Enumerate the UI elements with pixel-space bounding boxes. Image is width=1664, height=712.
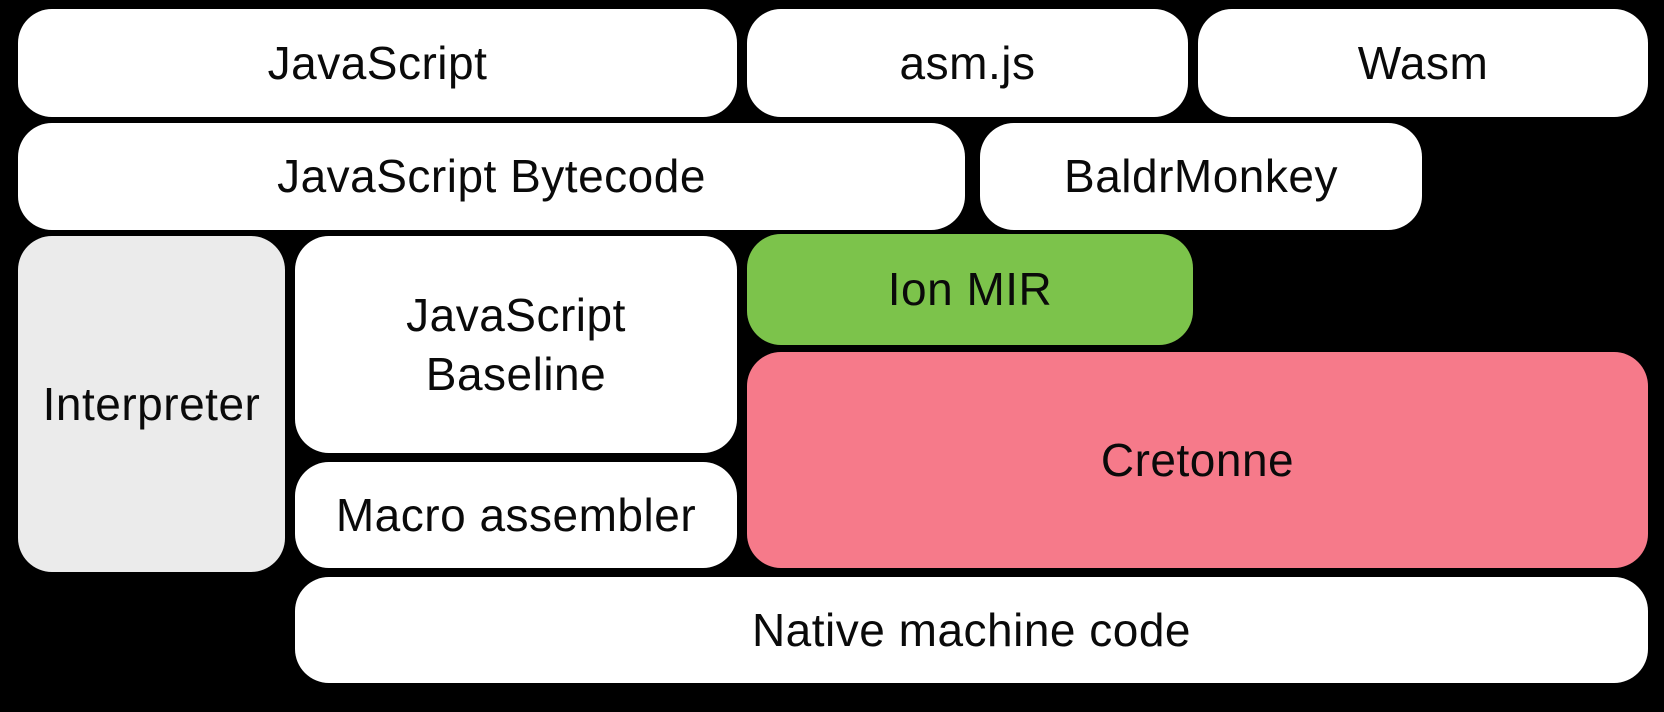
node-label-javascript: JavaScript: [267, 36, 488, 89]
node-label-wasm: Wasm: [1357, 36, 1489, 89]
node-macro-assembler: Macro assembler: [295, 462, 737, 568]
node-label-baldrmonkey: BaldrMonkey: [1064, 150, 1338, 203]
node-label-javascript-bytecode: JavaScript Bytecode: [277, 150, 706, 203]
node-baldrmonkey: BaldrMonkey: [980, 123, 1422, 230]
node-label-macro-assembler: Macro assembler: [335, 488, 697, 541]
node-label-interpreter: Interpreter: [42, 377, 261, 430]
node-interpreter: Interpreter: [18, 236, 285, 572]
node-label-javascript-baseline: JavaScript Baseline: [406, 288, 626, 400]
node-asm-js: asm.js: [747, 9, 1188, 117]
node-javascript-bytecode: JavaScript Bytecode: [18, 123, 965, 230]
node-javascript-baseline: JavaScript Baseline: [295, 236, 737, 453]
node-ion-mir: Ion MIR: [747, 234, 1193, 345]
node-wasm: Wasm: [1198, 9, 1648, 117]
node-cretonne: Cretonne: [747, 352, 1648, 568]
node-native-machine-code: Native machine code: [295, 577, 1648, 683]
node-label-native-machine-code: Native machine code: [751, 603, 1192, 656]
node-label-asm-js: asm.js: [899, 36, 1036, 89]
node-javascript: JavaScript: [18, 9, 737, 117]
node-label-cretonne: Cretonne: [1100, 433, 1295, 486]
node-label-ion-mir: Ion MIR: [887, 263, 1053, 316]
